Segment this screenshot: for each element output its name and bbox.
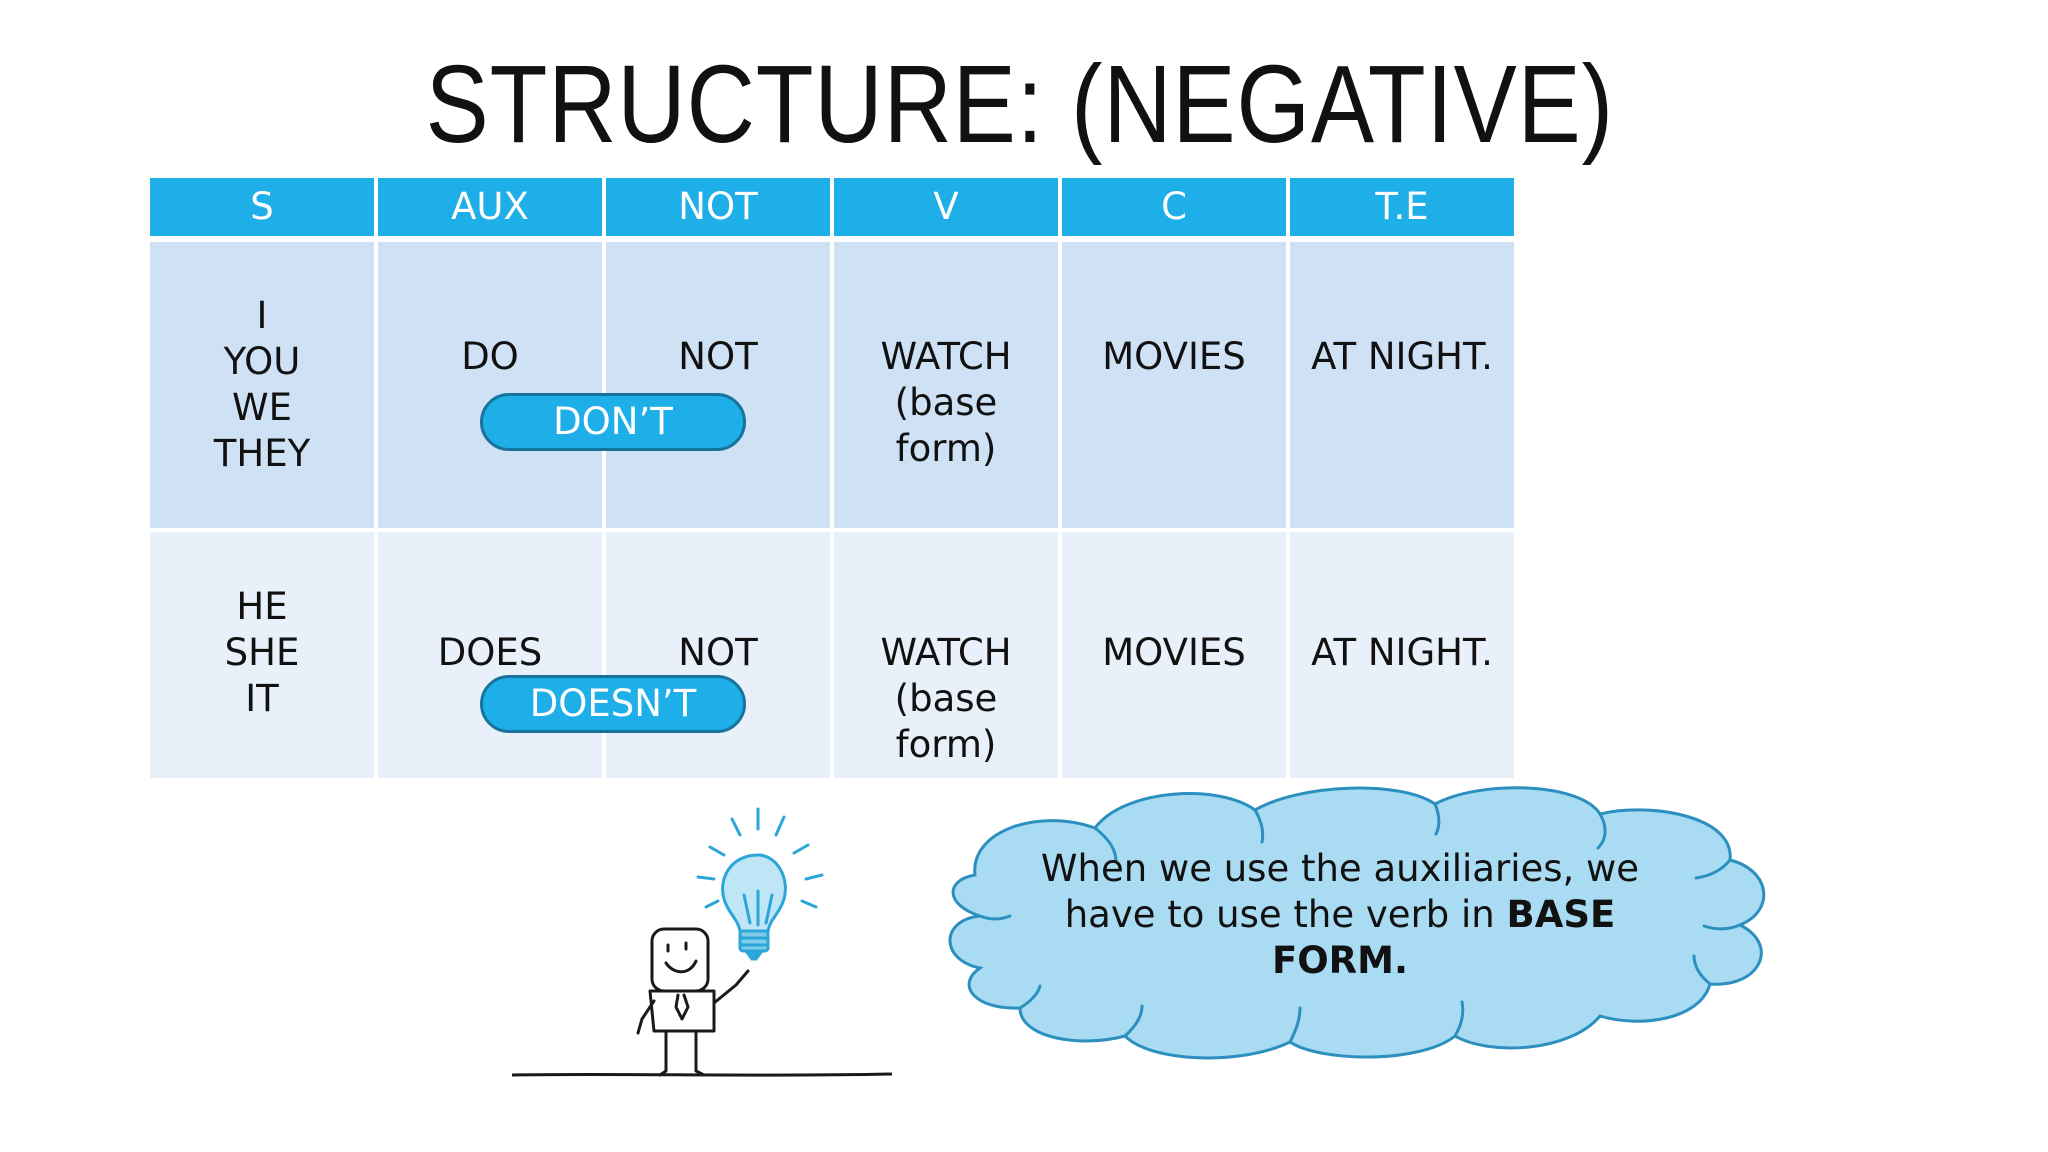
thought-cloud xyxy=(948,786,1766,1060)
table-row-2-aux: DOES xyxy=(378,532,602,778)
verb-line: (base xyxy=(894,677,998,720)
verb-line: form) xyxy=(895,723,997,766)
time-expression-word: AT NIGHT. xyxy=(1311,631,1493,674)
subject-pronoun: IT xyxy=(245,677,279,720)
subject-pronoun: THEY xyxy=(213,432,311,475)
complement-word: MOVIES xyxy=(1102,335,1246,378)
header-verb: V xyxy=(834,178,1058,236)
aux-word: DO xyxy=(461,335,519,378)
header-complement: C xyxy=(1062,178,1286,236)
note-bold-form: FORM. xyxy=(1271,939,1409,982)
header-time-expression: T.E xyxy=(1290,178,1514,236)
subject-pronoun: HE xyxy=(236,585,288,628)
verb-line: (base xyxy=(894,381,998,424)
slide-title: STRUCTURE: (NEGATIVE) xyxy=(425,43,1614,166)
not-word: NOT xyxy=(678,335,758,378)
verb-line: form) xyxy=(895,427,997,470)
table-row-1-complement: MOVIES xyxy=(1062,242,1286,528)
subject-pronoun: I xyxy=(256,294,268,337)
ground-line xyxy=(511,1072,893,1077)
verb-line: WATCH xyxy=(880,631,1012,674)
header-not: NOT xyxy=(606,178,830,236)
table-row-2-time-expression: AT NIGHT. xyxy=(1290,532,1514,778)
lightbulb-icon xyxy=(696,807,824,961)
table-row-1-not: NOT xyxy=(606,242,830,528)
table-row-2-complement: MOVIES xyxy=(1062,532,1286,778)
aux-word: DOES xyxy=(437,631,543,674)
cartoon-man-icon xyxy=(636,927,750,1077)
subject-pronoun: SHE xyxy=(224,631,300,674)
contraction-doesnt-pill: DOESN’T xyxy=(480,675,746,733)
cartoon-man-illustration xyxy=(511,807,893,1077)
table-row-1-time-expression: AT NIGHT. xyxy=(1290,242,1514,528)
verb-line: WATCH xyxy=(880,335,1012,378)
note-line-1: When we use the auxiliaries, we xyxy=(1040,847,1640,890)
complement-word: MOVIES xyxy=(1102,631,1246,674)
table-row-1-verb: WATCH (base form) xyxy=(834,242,1058,528)
note-bold-base: BASE xyxy=(1506,893,1616,936)
header-aux: AUX xyxy=(378,178,602,236)
grammar-table: S AUX NOT V C T.E I YOU WE THEY DO NOT W… xyxy=(150,178,1514,778)
note-line-2: have to use the verb in xyxy=(1064,893,1507,936)
subject-pronoun: YOU xyxy=(223,340,301,383)
not-word: NOT xyxy=(678,631,758,674)
subject-pronoun: WE xyxy=(232,386,292,429)
table-row-2-subject: HE SHE IT xyxy=(150,532,374,778)
table-row-2-not: NOT xyxy=(606,532,830,778)
table-row-1-aux: DO xyxy=(378,242,602,528)
table-row-2-verb: WATCH (base form) xyxy=(834,532,1058,778)
table-row-1-subject: I YOU WE THEY xyxy=(150,242,374,528)
contraction-dont-pill: DON’T xyxy=(480,393,746,451)
header-subject: S xyxy=(150,178,374,236)
time-expression-word: AT NIGHT. xyxy=(1311,335,1493,378)
